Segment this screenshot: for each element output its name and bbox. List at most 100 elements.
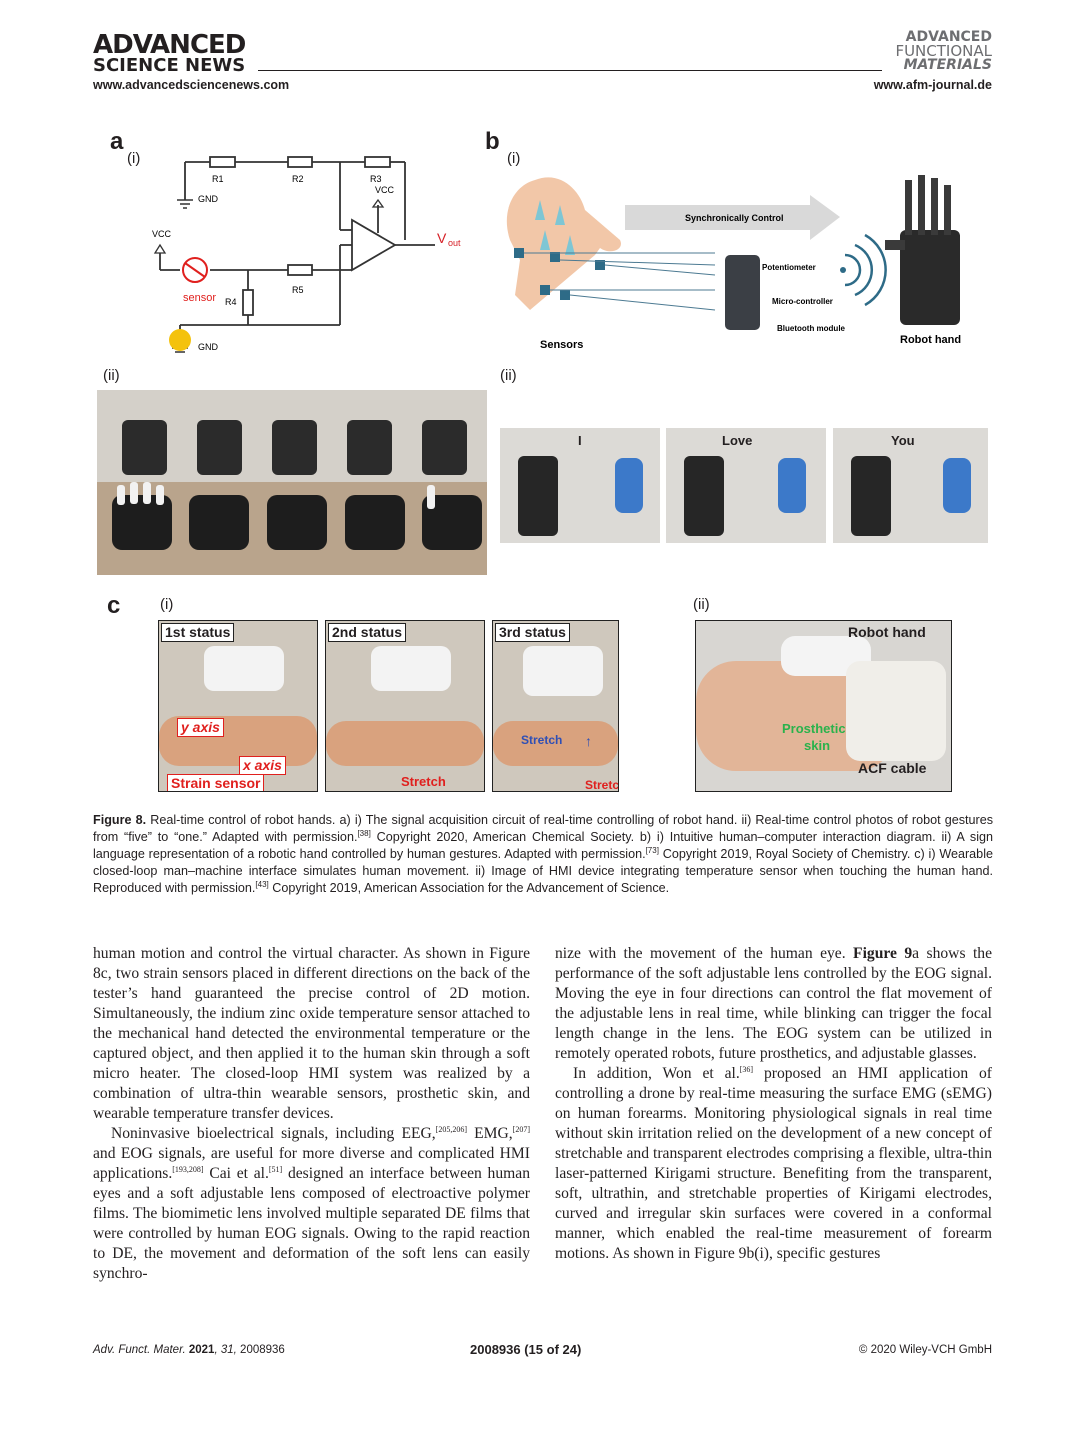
left-para-2-c: and EOG signals, are useful for more div… <box>93 1145 530 1182</box>
right-para-2-a: In addition, Won et al. <box>573 1065 740 1082</box>
figure-9-link[interactable]: Figure 9 <box>853 945 913 962</box>
stretch-label-3a: Stretch <box>521 733 563 747</box>
page-number: 2008936 (15 of 24) <box>470 1342 582 1357</box>
body-column-left: human motion and control the virtual cha… <box>93 944 530 1284</box>
acf-cable-label: ACF cable <box>858 760 927 776</box>
caption-part4: Copyright 2019, American Association for… <box>268 881 670 895</box>
sensor-label: sensor <box>183 292 216 304</box>
sign-photo-love: Love <box>666 428 826 543</box>
sign-photo-i: I <box>500 428 660 543</box>
ref-207[interactable]: [207] <box>512 1124 530 1134</box>
robot-gesture-photos <box>97 390 487 575</box>
robot-hand-label: Robot hand <box>900 334 961 346</box>
left-para-2: Noninvasive bioelectrical signals, inclu… <box>93 1124 530 1284</box>
footer-year: 2021 <box>188 1344 215 1356</box>
circuit-diagram: R1 R2 R3 R5 R4 GND GND VCC VCC sensor V … <box>152 156 461 353</box>
panel-a-ii-label: (ii) <box>103 367 120 384</box>
left-para-2-e: designed an interface between human eyes… <box>93 1165 530 1282</box>
prosthetic-label-2: skin <box>804 738 831 753</box>
publisher-url[interactable]: www.advancedsciencenews.com <box>93 78 290 92</box>
sensors-label: Sensors <box>540 339 583 351</box>
right-para-1-b: a shows the performance of the soft adju… <box>555 945 992 1062</box>
status-label-3: 3rd status <box>495 623 570 642</box>
journal-logo-line2: FUNCTIONAL <box>895 42 992 60</box>
ref-36[interactable]: [36] <box>739 1064 754 1074</box>
r5-label: R5 <box>292 285 304 295</box>
panel-a-i-label: (i) <box>127 150 141 167</box>
status-photo-2: 2nd status Stretch <box>325 620 485 792</box>
stretch-up-arrow-icon: ↑ <box>585 733 592 749</box>
footer-volume: 31 <box>220 1344 234 1356</box>
r1-label: R1 <box>212 174 224 184</box>
right-para-2: In addition, Won et al.[36] proposed an … <box>555 1064 992 1264</box>
r2-label: R2 <box>292 174 304 184</box>
journal-logo-line1: ADVANCED <box>905 29 992 45</box>
status-label-1: 1st status <box>161 623 235 642</box>
status-photo-3: 3rd status Stretch ↑ Stretch <box>492 620 619 792</box>
footer-article: 2008936 <box>240 1344 285 1356</box>
caption-ref3[interactable]: [43] <box>255 879 269 889</box>
left-para-2-b: EMG, <box>467 1125 513 1142</box>
left-para-1: human motion and control the virtual cha… <box>93 945 530 1122</box>
vout-subscript: out <box>448 238 461 248</box>
caption-ref2[interactable]: [73] <box>645 845 659 855</box>
r3-label: R3 <box>370 174 382 184</box>
r4-label: R4 <box>225 297 237 307</box>
figure-caption: Figure 8. Real-time control of robot han… <box>93 812 993 897</box>
header-rule <box>258 70 882 71</box>
right-para-1: nize with the movement of the human eye.… <box>555 944 992 1064</box>
journal-url[interactable]: www.afm-journal.de <box>873 78 992 92</box>
vcc-left-label: VCC <box>152 229 172 239</box>
sign-word-i: I <box>578 433 582 448</box>
sign-word-love: Love <box>722 433 753 448</box>
prosthetic-label-1: Prosthetic <box>782 721 846 736</box>
left-para-2-a: Noninvasive bioelectrical signals, inclu… <box>111 1125 436 1142</box>
bluetooth-label: Bluetooth module <box>777 324 846 333</box>
caption-ref1[interactable]: [38] <box>357 828 371 838</box>
body-column-right: nize with the movement of the human eye.… <box>555 944 992 1264</box>
panel-c-ii-label: (ii) <box>693 596 710 613</box>
robot-hand-c-label: Robot hand <box>848 624 926 640</box>
publisher-logo-line2: SCIENCE NEWS <box>93 55 246 76</box>
prosthetic-skin-photo: Robot hand Prosthetic skin ACF cable <box>695 620 952 792</box>
panel-b-ii-label: (ii) <box>500 367 517 384</box>
caption-part3: Copyright 2019, Royal Society of Chemist… <box>93 847 993 895</box>
stretch-label-2: Stretch <box>401 774 446 789</box>
vout-label: V <box>437 230 447 246</box>
panel-a-label: a <box>110 128 124 155</box>
panel-b-i-label: (i) <box>507 150 521 167</box>
caption-part1: Real-time control of robot hands. a) i) … <box>93 813 993 844</box>
caption-label: Figure 8. <box>93 813 147 827</box>
x-axis-label: x axis <box>239 756 286 775</box>
robot-gesture-illustration <box>97 390 487 575</box>
microcontroller-label: Micro-controller <box>772 297 833 306</box>
publisher-logo-line1: ADVANCED <box>93 30 246 60</box>
footer-copyright: © 2020 Wiley-VCH GmbH <box>858 1344 992 1356</box>
status-label-2: 2nd status <box>328 623 407 642</box>
potentiometer-label: Potentiometer <box>762 263 816 272</box>
hmi-diagram: Synchronically Control Potentiometer Mic… <box>506 175 961 351</box>
ref-205-206[interactable]: [205,206] <box>435 1124 467 1134</box>
status-photo-1: 1st status y axis x axis Strain sensor <box>158 620 318 792</box>
sign-word-you: You <box>891 433 915 448</box>
left-para-2-d: Cai et al. <box>203 1165 269 1182</box>
right-para-2-b: proposed an HMI application of controlli… <box>555 1065 993 1262</box>
journal-logo: ADVANCED FUNCTIONAL MATERIALS <box>895 30 992 72</box>
gnd-bottom-label: GND <box>198 342 219 352</box>
strain-sensor-label: Strain sensor <box>167 774 265 791</box>
ref-51[interactable]: [51] <box>268 1164 283 1174</box>
panel-c-i-label: (i) <box>160 596 174 613</box>
y-axis-label: y axis <box>177 718 224 737</box>
sync-control-text: Synchronically Control <box>685 213 784 223</box>
panel-c-label: c <box>107 592 121 619</box>
right-para-1-a: nize with the movement of the human eye. <box>555 945 854 962</box>
caption-part2: Copyright 2020, American Chemical Societ… <box>93 830 994 861</box>
sign-photo-you: You <box>833 428 988 543</box>
vcc-right-label: VCC <box>375 185 395 195</box>
footer-journal: Adv. Funct. Mater. <box>93 1344 186 1356</box>
footer-citation: Adv. Funct. Mater. 2021, 31, 2008936 <box>93 1344 285 1356</box>
stretch-label-3b: Stretch <box>585 778 619 792</box>
ref-193-208[interactable]: [193,208] <box>172 1164 204 1174</box>
journal-logo-line3: MATERIALS <box>903 57 992 73</box>
gnd-top-label: GND <box>198 194 219 204</box>
